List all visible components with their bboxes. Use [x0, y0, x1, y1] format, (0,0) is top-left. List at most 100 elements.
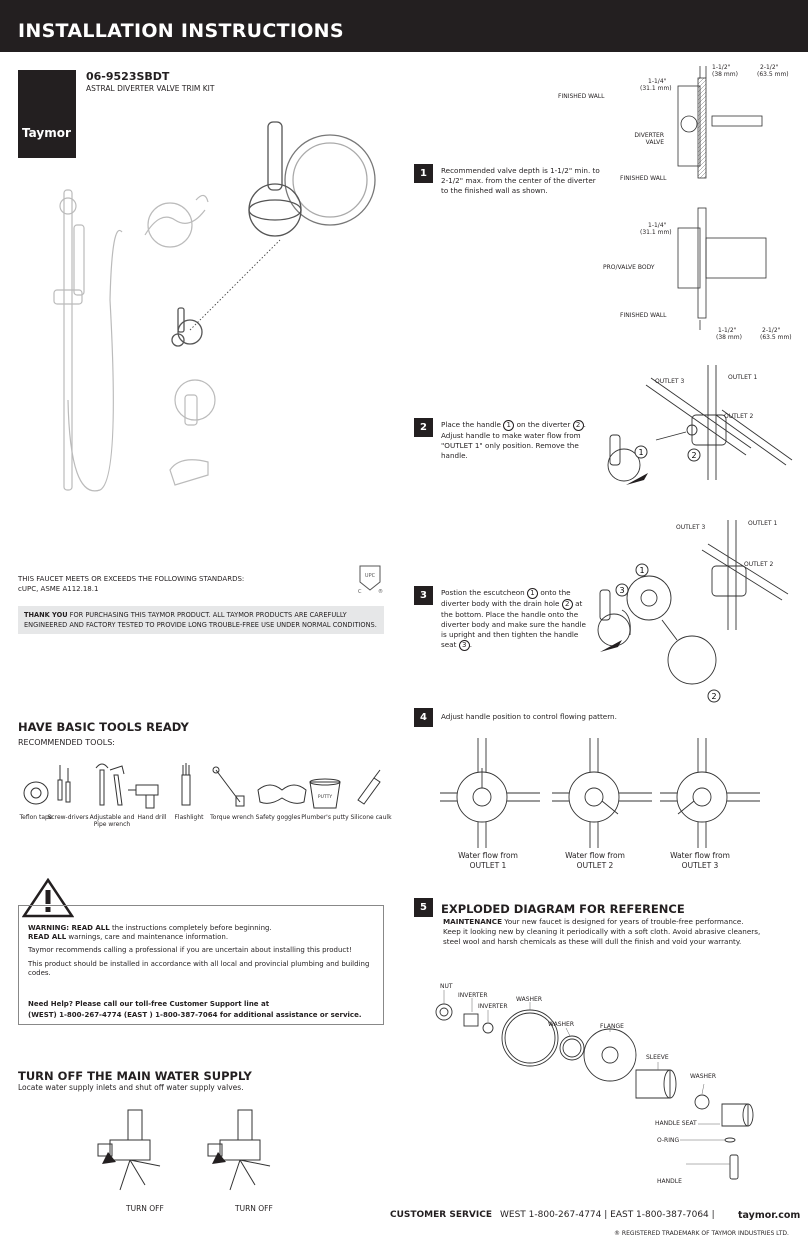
- maintenance-bold: MAINTENANCE: [443, 917, 502, 926]
- step-3-text-d: .: [469, 640, 472, 649]
- step-3-text-c: at the bottom. Place the handle onto the…: [441, 599, 586, 649]
- tool-label-wrench: Adjustable and Pipe wrench: [89, 814, 135, 828]
- banner-bold: THANK YOU: [24, 611, 68, 619]
- step-3-number: 3: [414, 586, 433, 605]
- circled-1-d3: 1: [639, 566, 644, 575]
- exploded-diagram: [435, 990, 754, 1180]
- footer-phones: WEST 1-800-267-4774 | EAST 1-800-387-706…: [500, 1210, 715, 1220]
- warning-line1: WARNING: READ ALL the instructions compl…: [28, 924, 378, 933]
- dim-a-bottom-mm: (38 mm): [716, 334, 742, 341]
- dim-b-top-mm: (63.5 mm): [757, 71, 789, 78]
- flow-diagram-2: [552, 738, 652, 848]
- warning-line1-text: the instructions completely before begin…: [111, 924, 272, 932]
- dim-b-top: 2-1/2": [760, 64, 779, 71]
- circled-1-s3: 1: [527, 588, 539, 599]
- step-1-number: 1: [414, 164, 433, 183]
- footer-customer-service: CUSTOMER SERVICE: [390, 1210, 492, 1220]
- outlet-3-label-d3: OUTLET 3: [676, 524, 706, 531]
- shutoff-valves-illustration: [97, 1109, 271, 1191]
- step-1-text: Recommended valve depth is 1-1/2" min. t…: [441, 166, 600, 195]
- dim-b-bottom: 2-1/2": [762, 327, 781, 334]
- step-4-text: Adjust handle position to control flowin…: [441, 712, 617, 721]
- warning-line2: READ ALL warnings, care and maintenance …: [28, 933, 378, 942]
- tool-label-torque-wrench: Torque wrench: [210, 814, 254, 821]
- warning-icon: [22, 878, 74, 918]
- label-nut: NUT: [440, 983, 453, 990]
- flow-label-2: Water flow from OUTLET 2: [550, 851, 640, 871]
- taymor-logo: Taymor: [18, 70, 76, 158]
- step-2-number: 2: [414, 418, 433, 437]
- dim-a-top: 1-1/2": [712, 64, 731, 71]
- dim-b-bottom-mm: (63.5 mm): [760, 334, 792, 341]
- maintenance-text: MAINTENANCE Your new faucet is designed …: [443, 917, 763, 947]
- outlet-1-label-d3: OUTLET 1: [748, 520, 778, 527]
- tools-title: HAVE BASIC TOOLS READY: [18, 720, 189, 734]
- svg-text:C: C: [358, 589, 362, 594]
- footer-trademark: ® REGISTERED TRADEMARK OF TAYMOR INDUSTR…: [614, 1230, 789, 1237]
- step-2-text: Place the handle 1 on the diverter 2. Ad…: [441, 420, 591, 461]
- label-washer-3: WASHER: [690, 1073, 716, 1080]
- tool-label-caulk: Silicone caulk: [350, 814, 392, 821]
- dim-c-top-mm: (31.1 mm): [640, 85, 672, 92]
- finished-wall-label-1: FINISHED WALL: [558, 93, 605, 100]
- step-2-diagram: 1 2: [607, 365, 793, 485]
- step-3-text-b: onto the diverter body with the drain ho…: [441, 588, 571, 608]
- torque-wrench-icon: [212, 766, 245, 807]
- circled-1: 1: [503, 420, 515, 431]
- dim-c-bottom: 1-1/4": [648, 222, 667, 229]
- svg-text:UPC: UPC: [365, 573, 376, 579]
- svg-text:®: ®: [378, 588, 383, 594]
- label-inverter-1: INVERTER: [458, 992, 488, 999]
- finished-wall-label-2: FINISHED WALL: [620, 175, 667, 182]
- label-inverter-2: INVERTER: [478, 1003, 508, 1010]
- help-phones: (WEST) 1-800-267-4774 (EAST ) 1-800-387-…: [28, 1011, 362, 1019]
- water-title: TURN OFF THE MAIN WATER SUPPLY: [18, 1069, 252, 1083]
- step-3-text-a: Postion the escutcheon: [441, 588, 525, 597]
- circled-2-d2: 2: [691, 451, 696, 460]
- step-2-text-b: on the diverter: [516, 420, 571, 429]
- warning-line4: This product should be installed in acco…: [28, 960, 370, 977]
- circled-3-s3: 3: [458, 640, 470, 651]
- turn-off-label-2: TURN OFF: [235, 1204, 273, 1213]
- help-line: Need Help? Please call our toll-free Cus…: [28, 1000, 378, 1009]
- product-code: 06-9523SBDT: [86, 70, 170, 83]
- help-bold: Need Help?: [28, 1000, 73, 1008]
- warning-line3: Taymor recommends calling a professional…: [28, 946, 352, 954]
- dim-a-bottom: 1-1/2": [718, 327, 737, 334]
- flow-label-3: Water flow from OUTLET 3: [655, 851, 745, 871]
- label-oring: O-RING: [657, 1137, 680, 1144]
- tool-label-goggles: Safety goggles: [255, 814, 301, 821]
- warning-line2-bold: READ ALL: [28, 933, 67, 941]
- product-name: ASTRAL DIVERTER VALVE TRIM KIT: [86, 84, 215, 93]
- help-text: Please call our toll-free Customer Suppo…: [75, 1000, 270, 1008]
- step-2-text-c: .: [583, 420, 586, 429]
- header-bar: [0, 0, 808, 52]
- flow-label-1-line1: Water flow from: [458, 851, 518, 860]
- silicone-caulk-icon: [357, 769, 381, 805]
- thank-you-banner: THANK YOU FOR PURCHASING THIS TAYMOR PRO…: [18, 606, 384, 634]
- warning-line2-text: warnings, care and maintenance informati…: [68, 933, 229, 941]
- flow-label-2-line1: Water flow from: [565, 851, 625, 860]
- wrench-icon: [95, 763, 125, 806]
- cupc-certification-icon: UPC C ®: [358, 565, 383, 594]
- footer-website-link[interactable]: taymor.com: [738, 1210, 801, 1221]
- step-4-number: 4: [414, 708, 433, 727]
- dim-a-top-mm: (38 mm): [712, 71, 738, 78]
- flow-label-3-line1: Water flow from: [670, 851, 730, 860]
- screwdrivers-icon: [57, 765, 71, 803]
- tool-label-flashlight: Flashlight: [174, 814, 204, 821]
- flow-label-1: Water flow from OUTLET 1: [443, 851, 533, 871]
- plumbers-putty-icon: [309, 778, 341, 809]
- dim-c-bottom-mm: (31.1 mm): [640, 229, 672, 236]
- flow-diagram-1: [440, 738, 540, 848]
- standards-line2: cUPC, ASME A112.18.1: [18, 585, 99, 593]
- page-title: INSTALLATION INSTRUCTIONS: [18, 20, 344, 42]
- tool-label-drill: Hand drill: [137, 814, 167, 821]
- circled-2: 2: [572, 420, 584, 431]
- outlet-2-label-d3: OUTLET 2: [744, 561, 774, 568]
- circled-1-d2: 1: [638, 448, 643, 457]
- outlet-1-label-d2: OUTLET 1: [728, 374, 758, 381]
- flashlight-icon: [181, 763, 191, 806]
- tool-label-putty: Plumber's putty: [301, 814, 349, 821]
- finished-wall-label-3: FINISHED WALL: [620, 312, 667, 319]
